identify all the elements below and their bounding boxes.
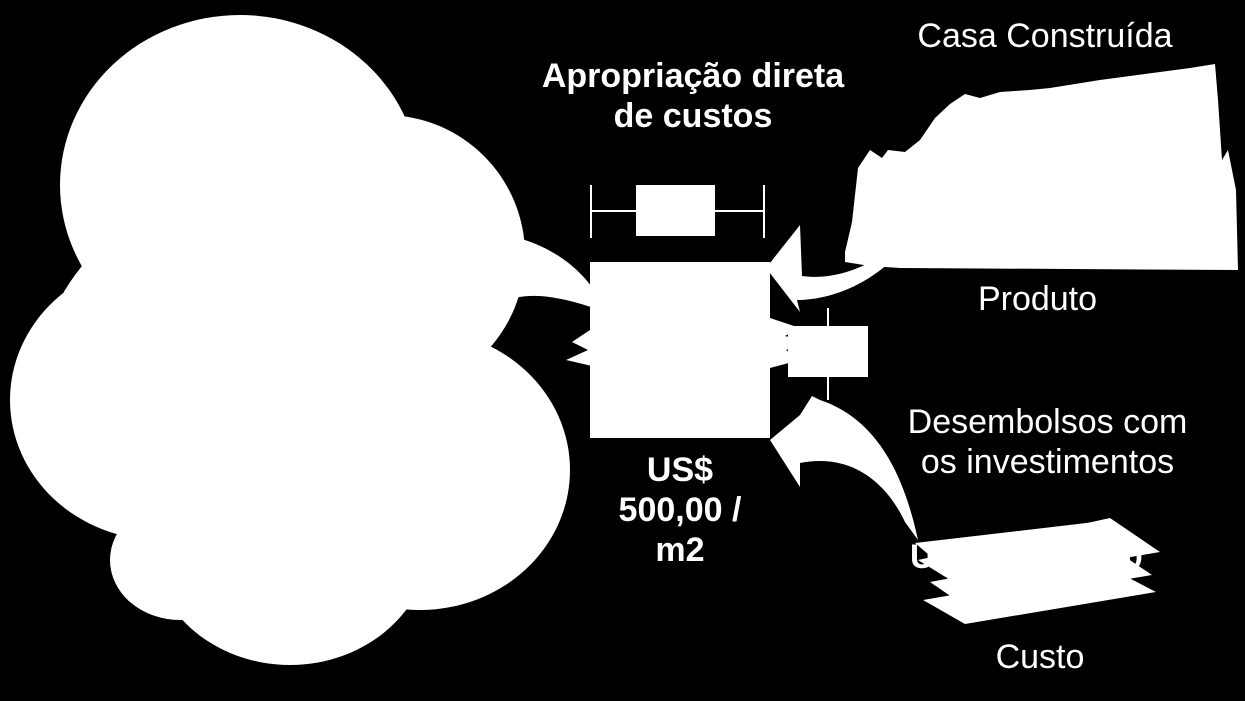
rate-line-3: m2: [655, 531, 705, 569]
diagram-title-line-1: Apropriação direta: [541, 57, 845, 95]
house-arrow: [766, 225, 890, 312]
diagram-title-line-2: de custos: [613, 97, 773, 135]
rate-label: US$ 500,00 / m2: [590, 450, 770, 570]
dimension-marker: [590, 185, 765, 238]
product-label: Produto: [977, 280, 1098, 318]
disbursements-line-1: Desembolsos com: [907, 403, 1188, 441]
rate-line-1: US$: [646, 451, 714, 489]
amount-label-tail: 00: [1105, 538, 1143, 576]
small-side-box: [788, 326, 868, 377]
amount-label-head: U: [910, 538, 935, 576]
rate-line-2: 500,00 /: [618, 491, 742, 529]
disbursements-line-2: os investimentos: [920, 443, 1175, 481]
cloud-shape: [10, 15, 570, 665]
money-stack: [915, 518, 1160, 624]
house-silhouette: [845, 64, 1238, 270]
diagram-title: Apropriação direta de custos: [470, 56, 916, 136]
dimension-label-box: [636, 185, 715, 236]
house-label: Casa Construída: [917, 17, 1173, 55]
cost-label: Custo: [995, 638, 1085, 676]
cost-arrow: [770, 396, 918, 540]
center-box: [590, 262, 770, 438]
left-jag-arrow: [566, 330, 592, 366]
cloud-connector: [505, 235, 600, 310]
disbursements-label: Desembolsos com os investimentos: [870, 402, 1225, 482]
